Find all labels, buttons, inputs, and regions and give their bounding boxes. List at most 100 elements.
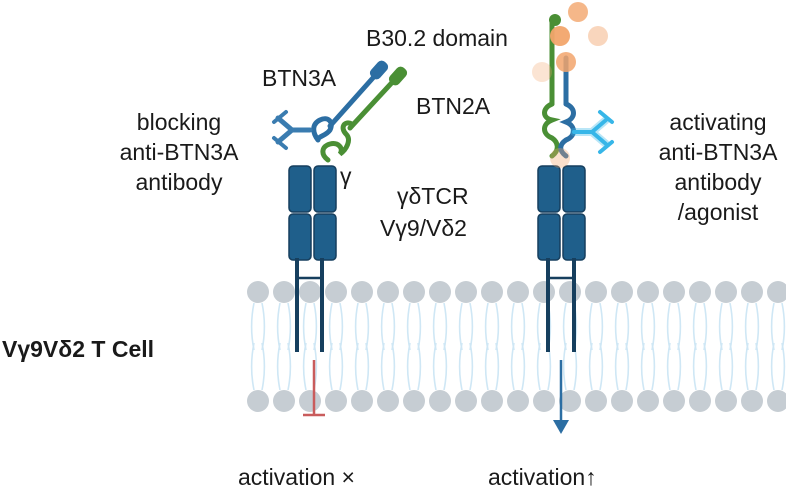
cell-label: Vγ9Vδ2 T Cell (2, 336, 154, 362)
lipid-head (715, 281, 737, 303)
lipid-head (481, 281, 503, 303)
lipid-head (351, 390, 373, 412)
left-tcr (288, 165, 337, 352)
lipid-head (559, 390, 581, 412)
lipid-tails-lower (250, 342, 786, 391)
lipid-tail (458, 342, 463, 391)
lipid-head (299, 281, 321, 303)
lipid-head (299, 390, 321, 412)
lipid-tail (443, 342, 448, 391)
blocking-label-line2: anti-BTN3A (120, 139, 240, 165)
lipid-tail (599, 342, 604, 391)
lipid-head (455, 390, 477, 412)
lipid-tail (755, 342, 760, 391)
lipid-head (585, 281, 607, 303)
inhibition-signal (303, 360, 325, 417)
tcr-label-line1: γδTCR (397, 183, 469, 209)
lipid-heads-bottom (247, 390, 786, 412)
lipid-head (273, 281, 295, 303)
lipid-head (533, 281, 555, 303)
activation-arrow (553, 360, 569, 434)
gamma-label: γ (340, 163, 352, 189)
blocking-label-line3: antibody (136, 169, 223, 195)
left-btn3a (311, 60, 389, 143)
right-tcr (537, 165, 586, 352)
lipid-tail (562, 342, 567, 391)
lipid-tail (339, 342, 344, 391)
lipid-tail (484, 342, 489, 391)
lipid-head (741, 390, 763, 412)
lipid-tail (640, 342, 645, 391)
lipid-head (247, 281, 269, 303)
lipid-tail (354, 342, 359, 391)
lipid-head (481, 390, 503, 412)
lipid-head (559, 281, 581, 303)
right-btn3a (558, 55, 576, 159)
lipid-head (637, 390, 659, 412)
lipid-tail (302, 342, 307, 391)
lipid-head (403, 281, 425, 303)
left-complex (272, 60, 408, 417)
lipid-head (377, 390, 399, 412)
lipid-head (273, 390, 295, 412)
lipid-head (455, 281, 477, 303)
lipid-tail (536, 342, 541, 391)
lipid-head (507, 390, 529, 412)
lipid-tail (666, 342, 671, 391)
lipid-tail (432, 342, 437, 391)
left-btn2a (320, 66, 408, 163)
activating-label-line4: /agonist (678, 199, 759, 225)
lipid-head (533, 390, 555, 412)
lipid-tail (625, 342, 630, 391)
lipid-head (403, 390, 425, 412)
lipid-tail (391, 342, 396, 391)
lipid-head (507, 281, 529, 303)
lipid-tail (614, 342, 619, 391)
lipid-head (429, 390, 451, 412)
lipid-tail (781, 342, 786, 391)
btn2a-label: BTN2A (416, 93, 491, 119)
lipid-tail (261, 342, 266, 391)
lipid-head (637, 281, 659, 303)
lipid-tail (651, 342, 656, 391)
blocking-label-line1: blocking (137, 109, 221, 135)
lipid-head (247, 390, 269, 412)
activating-label-line2: anti-BTN3A (659, 139, 779, 165)
lipid-tail (703, 342, 708, 391)
lipid-tail (718, 342, 723, 391)
right-complex (532, 2, 614, 434)
lipid-tail (521, 342, 526, 391)
lipid-head (689, 281, 711, 303)
lipid-tail (510, 342, 515, 391)
phosphoantigen-cluster (532, 2, 608, 168)
lipid-head (741, 281, 763, 303)
lipid-tail (287, 342, 292, 391)
lipid-tail (677, 342, 682, 391)
tcr-label-line2: Vγ9/Vδ2 (380, 215, 467, 241)
b30-domain-label: B30.2 domain (366, 25, 508, 51)
lipid-tail (417, 342, 422, 391)
lipid-tail (729, 342, 734, 391)
lipid-tail (469, 342, 474, 391)
lipid-tail (495, 342, 500, 391)
activating-label-line1: activating (669, 109, 766, 135)
lipid-head (325, 281, 347, 303)
lipid-head (663, 281, 685, 303)
lipid-tail (744, 342, 749, 391)
lipid-head (429, 281, 451, 303)
activation-blocked-label: activation × (238, 464, 355, 490)
lipid-head (767, 281, 786, 303)
lipid-head (611, 281, 633, 303)
lipid-head (351, 281, 373, 303)
lipid-head (689, 390, 711, 412)
lipid-tail (406, 342, 411, 391)
lipid-head (611, 390, 633, 412)
lipid-head (767, 390, 786, 412)
lipid-tail (276, 342, 281, 391)
lipid-tail (328, 342, 333, 391)
activating-label-line3: antibody (675, 169, 762, 195)
lipid-tail (250, 342, 255, 391)
lipid-heads-top (247, 281, 786, 303)
